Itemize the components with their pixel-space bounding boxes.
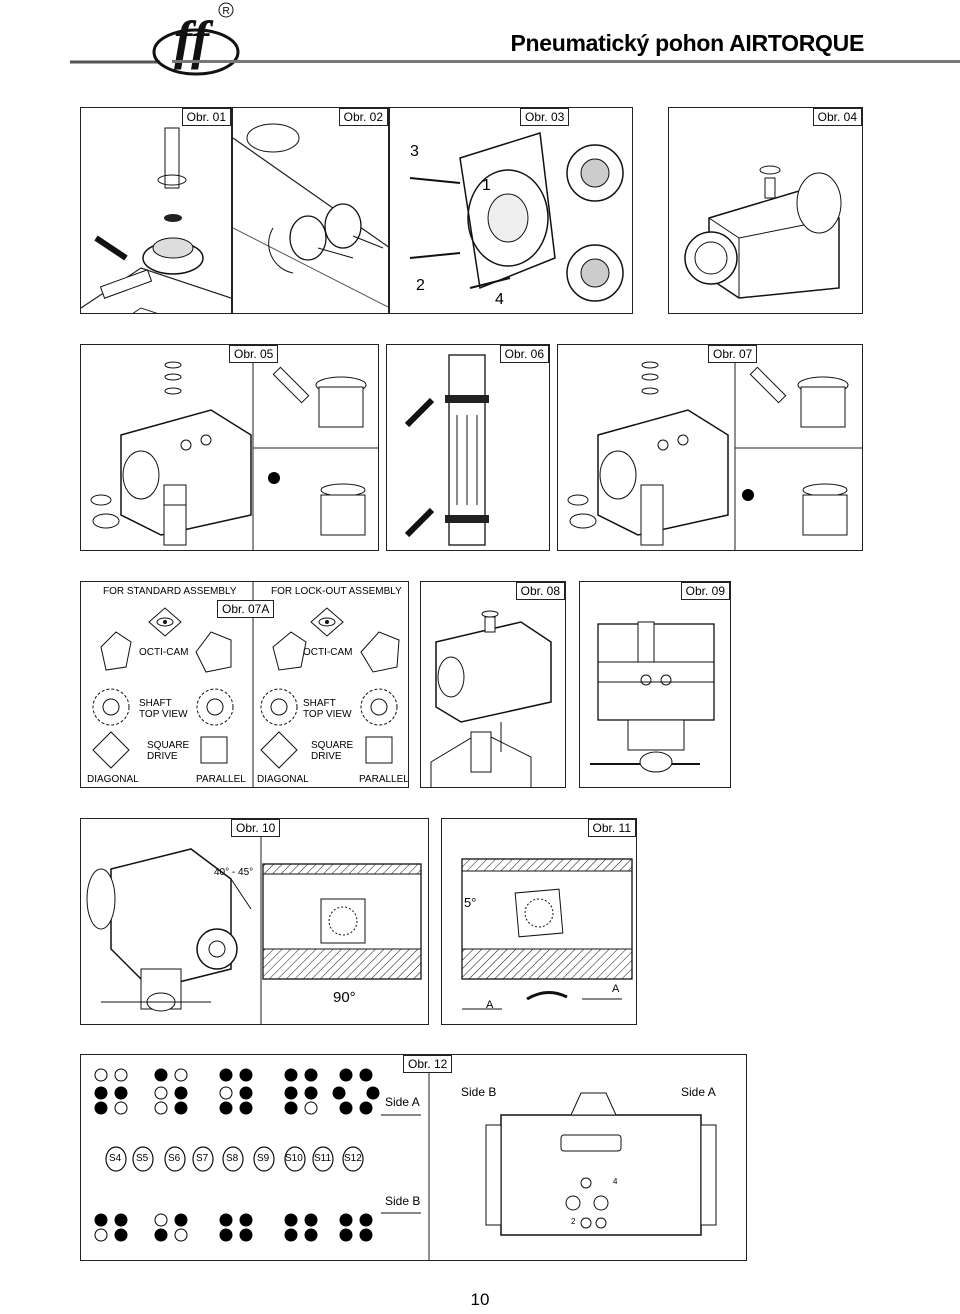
figure-label: Obr. 11 <box>587 819 636 837</box>
figure-label: Obr. 05 <box>229 345 279 363</box>
spring-label-s10: S10 <box>285 1153 303 1164</box>
figure-label: Obr. 04 <box>812 108 862 126</box>
caption-shaft-top-2: SHAFT TOP VIEW <box>303 698 352 720</box>
figure-label: Obr. 03 <box>520 108 570 126</box>
figure-obr03: 3 1 2 4 Obr. 03 <box>389 107 633 314</box>
figure-label: Obr. 02 <box>338 108 388 126</box>
figure-label: Obr. 12 <box>403 1055 453 1073</box>
spring-label-s11: S11 <box>314 1153 332 1164</box>
figure-obr01: Obr. 01 <box>80 107 232 314</box>
caption-standard: FOR STANDARD ASSEMBLY <box>103 586 237 597</box>
figure-label: Obr. 09 <box>680 582 730 600</box>
side-a-top-label: Side A <box>681 1085 716 1099</box>
caption-diagonal-2: DIAGONAL <box>257 774 309 785</box>
page-number: 10 <box>470 1290 490 1309</box>
figure-obr05: Obr. 05 <box>80 344 379 551</box>
spring-label-s6: S6 <box>168 1153 181 1164</box>
figure-obr07: Obr. 07 <box>557 344 863 551</box>
figure-obr06: Obr. 06 <box>386 344 550 551</box>
callout-1: 1 <box>482 177 491 194</box>
figure-label: Obr. 08 <box>515 582 565 600</box>
spring-label-s9: S9 <box>257 1153 270 1164</box>
caption-parallel-1: PARALLEL <box>196 774 246 785</box>
side-b-left-label: Side B <box>385 1194 421 1208</box>
figure-label: Obr. 07A <box>217 600 275 618</box>
company-logo: ff R <box>70 2 240 76</box>
section-a-right: A <box>612 983 620 995</box>
angle-label: 5° <box>464 895 477 910</box>
angle-label: 40° - 45° <box>214 867 254 878</box>
caption-diagonal-1: DIAGONAL <box>87 774 139 785</box>
figure-obr02: Obr. 02 <box>232 107 389 314</box>
page-title: Pneumatický pohon AIRTORQUE <box>510 30 864 56</box>
caption-square-1: SQUARE DRIVE <box>147 740 190 762</box>
caption-shaft-top-1: SHAFT TOP VIEW <box>139 698 188 720</box>
figure-label: Obr. 01 <box>181 108 231 126</box>
spring-label-s12: S12 <box>344 1153 362 1164</box>
spring-label-s8: S8 <box>226 1153 239 1164</box>
caption-parallel-2: PARALLEL <box>359 774 409 785</box>
callout-2: 2 <box>416 277 425 294</box>
spring-label-s7: S7 <box>196 1153 209 1164</box>
figure-obr10: 40° - 45° 90° Obr. 10 <box>80 818 429 1025</box>
figure-obr11: 5° A A Obr. 11 <box>441 818 637 1025</box>
figure-obr09: Obr. 09 <box>579 581 731 788</box>
port-2-label: 2 <box>571 1217 576 1226</box>
registered-mark: R <box>223 6 230 17</box>
header-rule <box>172 60 960 63</box>
spring-label-s4: S4 <box>109 1153 122 1164</box>
figure-label: Obr. 10 <box>231 819 281 837</box>
port-4-label: 4 <box>613 1177 618 1186</box>
caption-octicam-1: OCTI-CAM <box>139 647 189 658</box>
caption-octicam-2: OCTI-CAM <box>303 647 353 658</box>
figure-label: Obr. 06 <box>499 345 549 363</box>
figure-obr12: S4 S5 S6 S7 S8 S9 S10 S11 S12 Side A Sid… <box>80 1054 747 1261</box>
callout-3: 3 <box>410 143 419 160</box>
side-b-top-label: Side B <box>461 1085 497 1099</box>
caption-lockout: FOR LOCK-OUT ASSEMBLY <box>271 586 402 597</box>
section-a-left: A <box>486 999 494 1011</box>
figure-obr04: Obr. 04 <box>668 107 863 314</box>
side-a-left-label: Side A <box>385 1095 420 1109</box>
caption-square-2: SQUARE DRIVE <box>311 740 354 762</box>
figure-obr07a: FOR STANDARD ASSEMBLY FOR LOCK-OUT ASSEM… <box>80 581 409 788</box>
callout-4: 4 <box>495 291 504 308</box>
rotation-label: 90° <box>333 989 356 1006</box>
figure-obr08: Obr. 08 <box>420 581 566 788</box>
spring-label-s5: S5 <box>136 1153 149 1164</box>
figure-label: Obr. 07 <box>708 345 758 363</box>
